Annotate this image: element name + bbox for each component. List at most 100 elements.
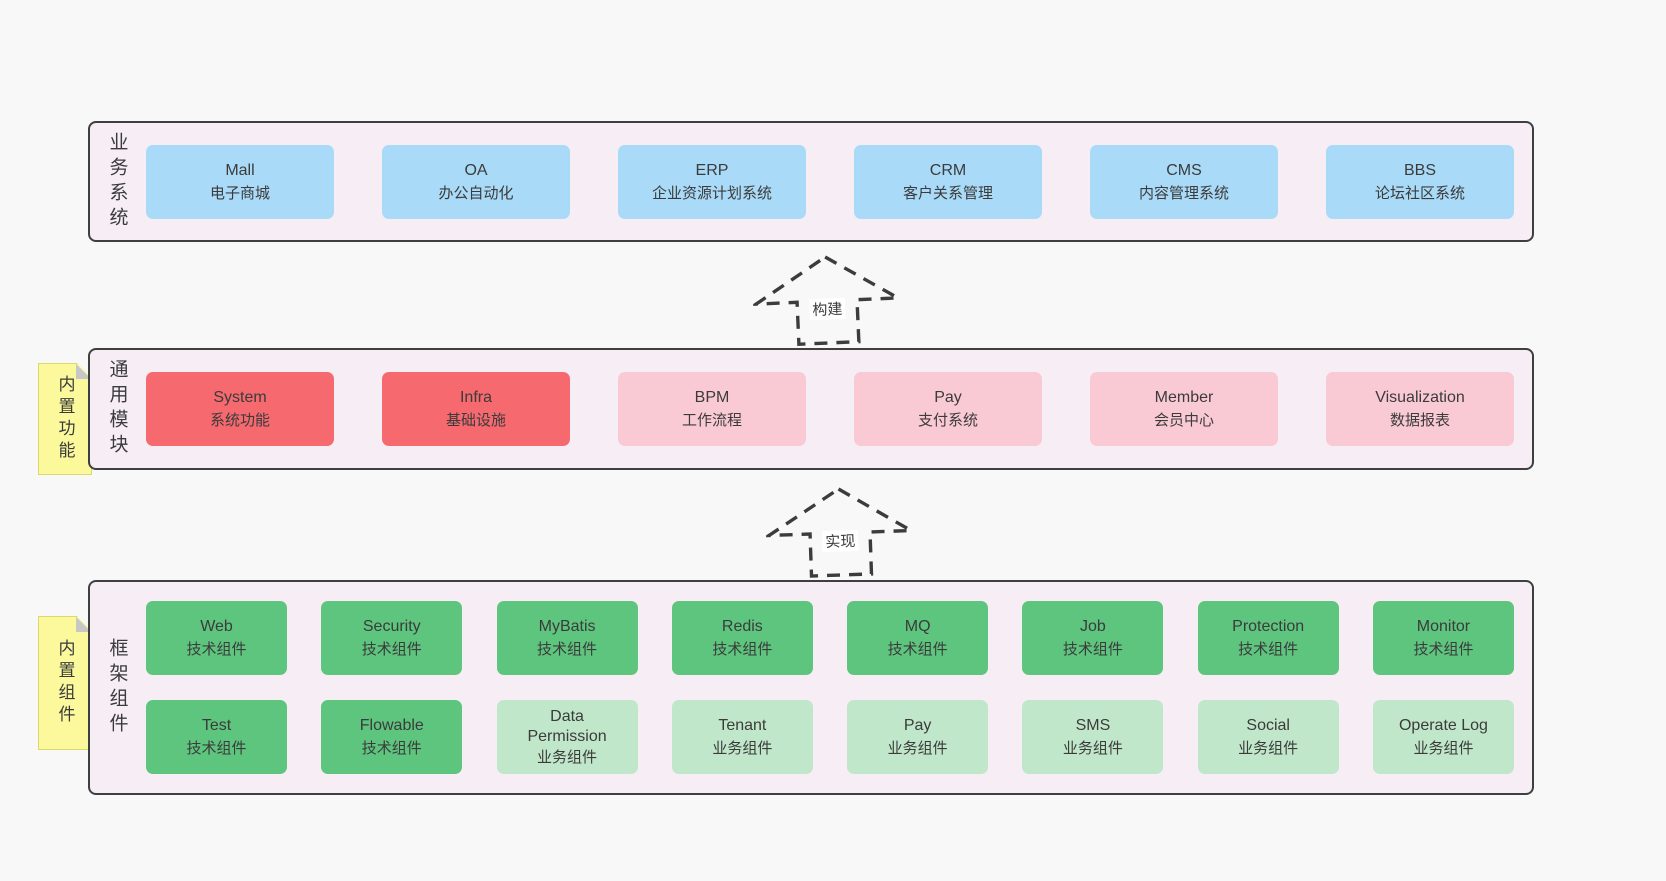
modules-box-row: System 系统功能 Infra 基础设施 BPM 工作流程 Pay 支付系统…: [144, 350, 1532, 468]
box-social: Social 业务组件: [1197, 700, 1339, 774]
arrow-label: 构建: [808, 297, 846, 321]
box-title: Pay: [903, 717, 932, 734]
box-redis: Redis 技术组件: [671, 601, 813, 675]
box-pay-component: Pay 业务组件: [847, 700, 989, 774]
layer-common-modules: 通用模块 System 系统功能 Infra 基础设施 BPM 工作流程 Pay…: [88, 348, 1534, 470]
box-protection: Protection 技术组件: [1197, 601, 1339, 675]
arrow-implement: 实现: [764, 483, 916, 580]
box-subtitle: 技术组件: [537, 641, 598, 658]
box-title: Tenant: [718, 717, 767, 734]
box-subtitle: 业务组件: [1062, 740, 1123, 757]
box-title: Operate Log: [1398, 717, 1488, 734]
layer-title: 框架组件: [106, 637, 128, 738]
sticky-note-built-in-components: 内置组件: [38, 616, 92, 750]
box-subtitle: 业务组件: [887, 740, 948, 757]
layer-label-business: 业务系统: [90, 123, 144, 240]
box-title: Job: [1080, 618, 1106, 635]
box-data-permission: Data Permission 业务组件: [496, 700, 638, 774]
box-subtitle: 技术组件: [186, 641, 247, 658]
box-title: CMS: [1166, 161, 1202, 179]
box-subtitle: 办公自动化: [438, 184, 514, 202]
box-operate-log: Operate Log 业务组件: [1372, 700, 1514, 774]
box-title: Flowable: [359, 717, 424, 734]
box-test: Test 技术组件: [146, 700, 287, 774]
box-member: Member 会员中心: [1090, 372, 1278, 446]
box-mall: Mall 电子商城: [146, 144, 334, 219]
dashed-up-arrow-icon: [764, 487, 916, 578]
box-subtitle: 内容管理系统: [1138, 184, 1229, 202]
box-bbs: BBS 论坛社区系统: [1326, 144, 1514, 219]
box-tenant: Tenant 业务组件: [671, 700, 813, 774]
box-monitor: Monitor 技术组件: [1372, 601, 1514, 675]
layer-label-modules: 通用模块: [90, 350, 144, 468]
arrow-build: 构建: [751, 251, 903, 349]
box-title: Test: [201, 717, 232, 734]
box-subtitle: 技术组件: [361, 740, 422, 757]
box-subtitle: 技术组件: [1238, 641, 1299, 658]
layer-title: 通用模块: [106, 359, 128, 459]
box-sms: SMS 业务组件: [1022, 700, 1164, 774]
box-subtitle: 工作流程: [681, 412, 742, 429]
box-title: MyBatis: [538, 618, 596, 635]
box-title: Monitor: [1416, 618, 1471, 635]
layer-framework-components: 框架组件 Web 技术组件 Security 技术组件 MyBatis 技术组件…: [88, 580, 1534, 795]
box-infra: Infra 基础设施: [382, 372, 570, 446]
box-title: Security: [362, 618, 421, 635]
box-subtitle: 技术组件: [1062, 641, 1123, 658]
box-web: Web 技术组件: [146, 601, 287, 675]
box-title: SMS: [1075, 717, 1111, 734]
box-subtitle: 数据报表: [1389, 412, 1450, 429]
box-title: Pay: [934, 389, 962, 406]
box-pay-module: Pay 支付系统: [854, 372, 1042, 446]
box-title: CRM: [929, 161, 967, 179]
box-subtitle: 技术组件: [712, 641, 773, 658]
box-security: Security 技术组件: [321, 601, 463, 675]
box-subtitle: 技术组件: [186, 740, 247, 757]
box-title: System: [213, 389, 267, 406]
box-subtitle: 会员中心: [1153, 412, 1214, 429]
box-subtitle: 业务组件: [1413, 740, 1474, 757]
box-subtitle: 客户关系管理: [902, 184, 993, 202]
dashed-up-arrow-icon: [751, 255, 903, 347]
box-title: BBS: [1403, 161, 1436, 179]
box-title: ERP: [695, 161, 729, 179]
box-bpm: BPM 工作流程: [618, 372, 806, 446]
box-visualization: Visualization 数据报表: [1326, 372, 1514, 446]
box-title: MQ: [904, 618, 931, 635]
box-subtitle: 电子商城: [209, 184, 270, 202]
box-subtitle: 技术组件: [887, 641, 948, 658]
box-title: Data Permission: [527, 707, 607, 745]
box-subtitle: 系统功能: [209, 412, 270, 429]
box-title: Protection: [1232, 618, 1305, 635]
box-title: OA: [464, 161, 488, 179]
box-title: Member: [1154, 389, 1214, 406]
box-cms: CMS 内容管理系统: [1090, 144, 1278, 219]
box-title: BPM: [694, 389, 730, 406]
box-job: Job 技术组件: [1022, 601, 1164, 675]
box-subtitle: 技术组件: [1413, 641, 1474, 658]
box-title: Social: [1246, 717, 1290, 734]
sticky-label: 内置功能: [55, 375, 75, 463]
layer-business-systems: 业务系统 Mall 电子商城 OA 办公自动化 ERP 企业资源计划系统 CRM…: [88, 121, 1534, 242]
sticky-note-built-in-functions: 内置功能: [38, 363, 92, 475]
box-oa: OA 办公自动化: [382, 144, 570, 219]
layer-title: 业务系统: [106, 131, 128, 232]
box-mq: MQ 技术组件: [847, 601, 989, 675]
box-subtitle: 业务组件: [537, 748, 598, 766]
box-title: Mall: [225, 161, 255, 179]
box-title: Web: [200, 618, 233, 635]
arrow-label: 实现: [821, 530, 859, 553]
box-subtitle: 技术组件: [361, 641, 422, 658]
box-title: Infra: [459, 389, 492, 406]
box-erp: ERP 企业资源计划系统: [618, 144, 806, 219]
components-box-grid: Web 技术组件 Security 技术组件 MyBatis 技术组件 Redi…: [144, 582, 1532, 793]
box-crm: CRM 客户关系管理: [854, 144, 1042, 219]
box-title: Visualization: [1375, 389, 1465, 406]
box-subtitle: 业务组件: [712, 740, 773, 757]
box-subtitle: 企业资源计划系统: [651, 184, 772, 202]
box-subtitle: 论坛社区系统: [1374, 184, 1465, 202]
business-box-row: Mall 电子商城 OA 办公自动化 ERP 企业资源计划系统 CRM 客户关系…: [144, 123, 1532, 240]
box-subtitle: 支付系统: [917, 412, 978, 429]
box-flowable: Flowable 技术组件: [321, 700, 463, 774]
